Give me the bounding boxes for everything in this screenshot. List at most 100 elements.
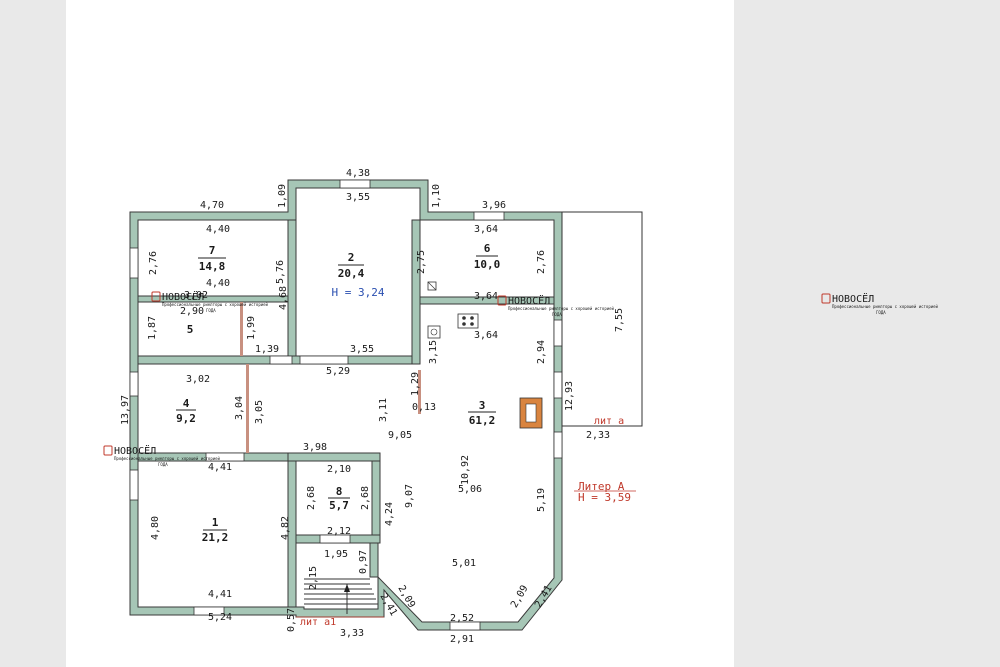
dim-label: 4,24	[384, 502, 395, 526]
dim-label: 0,57	[286, 608, 297, 632]
dim-label: 0,97	[358, 550, 369, 574]
room-1-number: 1	[212, 516, 219, 529]
dim-label: 4,68	[278, 286, 289, 310]
dim-label: 3,64	[474, 224, 498, 235]
dim-label: 3,02	[186, 374, 210, 385]
room-2-number: 2	[348, 251, 355, 264]
stairs	[304, 578, 378, 614]
watermark-badge: ГОДА	[552, 312, 562, 317]
dim-label: 3,55	[346, 192, 370, 203]
dim-label: 3,96	[482, 200, 506, 211]
window-3c	[553, 431, 563, 459]
room-4-area: 9,2	[176, 412, 196, 425]
dim-label: 13,97	[120, 395, 131, 425]
room-3-area: 61,2	[469, 414, 496, 427]
dimension-labels-vertical: 1,09 1,10 2,76 5,76 2,75 2,76 4,68 7,55 …	[120, 184, 625, 632]
dim-label: 4,41	[208, 462, 232, 473]
partition-3	[418, 370, 421, 414]
room-6-number: 6	[484, 242, 491, 255]
dim-label: 0,13	[412, 402, 436, 413]
liter-height: H = 3,59	[578, 491, 631, 504]
watermark-text: НОВОСЁЛ	[114, 444, 156, 457]
door-row	[299, 355, 349, 365]
dim-label: 3,64	[474, 330, 498, 341]
window-7	[129, 247, 139, 279]
dim-label: 4,38	[346, 168, 370, 179]
dim-label: 1,29	[410, 372, 421, 396]
wall-7-2	[287, 219, 297, 357]
dim-label: 5,06	[458, 484, 482, 495]
dim-label: 2,15	[308, 566, 319, 590]
lit-a1-label: лит а1	[300, 617, 336, 628]
dim-label: 2,12	[327, 526, 351, 537]
dim-label: 2,94	[536, 340, 547, 364]
dim-label: 2,76	[148, 251, 159, 275]
window-1	[129, 469, 139, 501]
dim-label: 2,76	[536, 250, 547, 274]
room-7-number: 7	[209, 244, 216, 257]
sink-icon	[427, 325, 441, 339]
scan-sheet	[66, 0, 734, 667]
window-4	[129, 371, 139, 397]
room-labels: 7 14,8 2 20,4 6 10,0 5 4 9,2 3 61,2 1 21…	[176, 242, 500, 544]
window-1b	[193, 606, 225, 616]
window-3d	[449, 621, 481, 631]
dim-label: 3,55	[350, 344, 374, 355]
dim-label: 2,10	[327, 464, 351, 475]
ceiling-height-main: H = 3,24	[332, 286, 385, 299]
wall-6-3	[419, 296, 555, 305]
dim-label: 3,05	[254, 400, 265, 424]
lit-a-label: лит а	[594, 416, 624, 427]
dim-label: 3,98	[303, 442, 327, 453]
walls	[129, 179, 563, 631]
dim-label: 1,39	[255, 344, 279, 355]
room-7-area: 14,8	[199, 260, 226, 273]
dim-label: 5,19	[536, 488, 547, 512]
dim-label: 2,68	[306, 486, 317, 510]
dim-label: 4,40	[206, 224, 230, 235]
watermark-badge: ГОДА	[876, 310, 886, 315]
dim-label: 9,05	[388, 430, 412, 441]
dim-label: 9,07	[404, 484, 415, 508]
watermark: НОВОСЁЛ Профессиональные риелторы с хоро…	[497, 294, 615, 317]
watermark-tagline: Профессиональные риелторы с хорошей исто…	[114, 456, 221, 461]
dim-label: 1,95	[324, 549, 348, 560]
openings	[129, 179, 563, 631]
partition-5	[240, 302, 243, 356]
brand-logo-icon	[497, 295, 507, 306]
room-2-area: 20,4	[338, 267, 365, 280]
room-3-number: 3	[479, 399, 486, 412]
watermark-text: НОВОСЁЛ	[508, 294, 550, 307]
watermark: НОВОСЁЛ Профессиональные риелторы с хоро…	[103, 444, 221, 467]
wall-8-right	[371, 460, 381, 544]
outer-wall	[129, 179, 563, 631]
liter-label: Литер А	[578, 480, 625, 493]
room-6-area: 10,0	[474, 258, 501, 271]
dim-label: 5,01	[452, 558, 476, 569]
room-8-number: 8	[336, 485, 343, 498]
wall-8-top	[287, 452, 381, 462]
dim-label: 4,80	[150, 516, 161, 540]
dim-label: 1,87	[147, 316, 158, 340]
dim-label: 2,91	[450, 634, 474, 645]
dim-label: 2,41	[533, 584, 555, 610]
watermark: НОВОСЁЛ Профессиональные риелторы с хоро…	[151, 290, 269, 313]
watermark: НОВОСЁЛ Профессиональные риелторы с хоро…	[821, 292, 939, 315]
fraction-bars	[176, 255, 498, 531]
watermark-tagline: Профессиональные риелторы с хорошей исто…	[162, 302, 269, 307]
dim-label: 2,09	[509, 584, 531, 610]
dim-label: 5,24	[208, 612, 232, 623]
dim-label: 5,29	[326, 366, 350, 377]
brand-logo-icon	[103, 445, 113, 456]
watermark-text: НОВОСЁЛ	[832, 292, 874, 305]
dim-label: 2,75	[416, 250, 427, 274]
dim-label: 3,64	[474, 291, 498, 302]
wall-2-3	[411, 219, 421, 365]
dim-label: 3,04	[234, 396, 245, 420]
dim-label: 7,55	[614, 308, 625, 332]
window-6	[473, 211, 505, 221]
stove-icon	[457, 313, 479, 329]
dim-label: 12,93	[564, 381, 575, 411]
room-4-number: 4	[183, 397, 190, 410]
